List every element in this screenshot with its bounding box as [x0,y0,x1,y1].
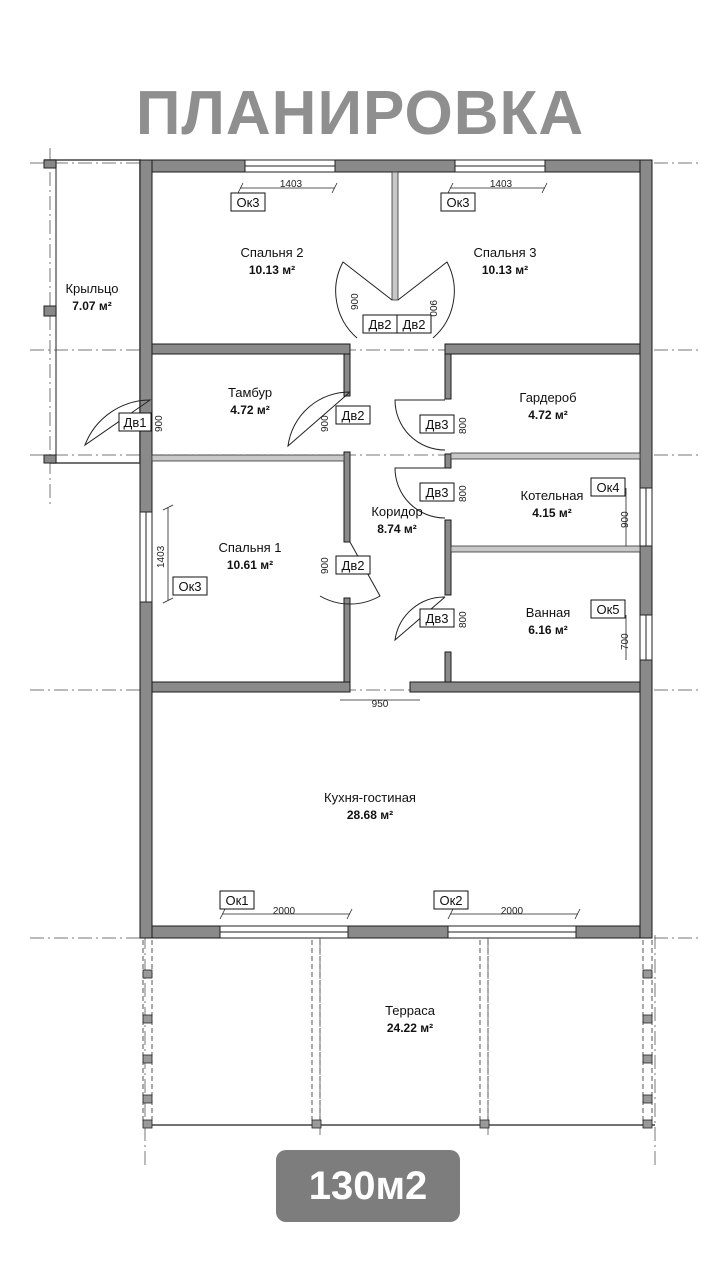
tag-window-ok3-bedroom-3: Ок3 [446,195,469,210]
dimension-labels: 1403 1403 900 900 900 900 800 800 900 14… [154,179,631,917]
dim-door-wardrobe: 800 [458,417,469,434]
tag-boxes [118,192,626,910]
dim-window-ok1: 2000 [273,906,296,917]
room-area-boiler-room: 4.15 м² [532,506,572,520]
tag-door-dv1-entrance: Дв1 [124,415,147,430]
tag-window-ok3-bedroom-2: Ок3 [236,195,259,210]
room-area-bedroom-3: 10.13 м² [482,263,528,277]
dim-window-bedroom-3: 1403 [490,179,513,190]
porch [43,159,141,464]
tag-window-ok4-boiler-room: Ок4 [596,480,619,495]
dim-door-boiler-room: 800 [458,485,469,502]
room-name-bathroom: Ванная [526,605,571,620]
tag-door-dv2-bedroom-2: Дв2 [369,317,392,332]
tag-window-ok3-bedroom-1: Ок3 [178,579,201,594]
dim-window-ok2: 2000 [501,906,524,917]
room-area-kitchen-living: 28.68 м² [347,808,393,822]
room-name-bedroom-3: Спальня 3 [473,245,536,260]
room-name-bedroom-1: Спальня 1 [218,540,281,555]
tag-window-ok2-kitchen: Ок2 [439,893,462,908]
dim-door-vestibule: 900 [320,415,331,432]
tag-door-dv2-vestibule: Дв2 [342,408,365,423]
axis-lines [30,148,700,1165]
room-name-bedroom-2: Спальня 2 [240,245,303,260]
dim-door-entrance: 900 [154,415,165,432]
room-area-porch: 7.07 м² [72,299,112,313]
dim-door-bedroom-2: 900 [350,293,361,310]
tag-door-dv3-bathroom: Дв3 [426,611,449,626]
room-name-terrace: Терраса [385,1003,436,1018]
interior-walls [151,343,641,693]
total-area-badge: 130м2 [276,1150,460,1222]
room-name-kitchen-living: Кухня-гостиная [324,790,416,805]
room-area-bedroom-2: 10.13 м² [249,263,295,277]
dim-window-boiler-room: 900 [620,511,631,528]
room-name-vestibule: Тамбур [228,385,272,400]
room-name-corridor: Коридор [371,504,422,519]
tag-labels: Ок3 Ок3 Дв2 Дв2 Дв1 Дв2 Дв3 Дв3 Ок4 Ок3 … [124,195,620,908]
room-area-corridor: 8.74 м² [377,522,417,536]
dim-opening-kitchen: 950 [372,699,389,710]
dim-window-bedroom-1: 1403 [156,545,167,568]
tag-door-dv2-bedroom-3: Дв2 [403,317,426,332]
dim-door-bedroom-1: 900 [320,557,331,574]
partitions [151,171,641,553]
doors [83,261,455,642]
dim-window-bathroom: 700 [620,633,631,650]
terrace [142,940,655,1129]
dim-window-bedroom-2: 1403 [280,179,303,190]
room-area-wardrobe: 4.72 м² [528,408,568,422]
dim-door-bathroom: 800 [458,611,469,628]
page-title: ПЛАНИРОВКА [135,79,585,148]
tag-door-dv3-wardrobe: Дв3 [426,417,449,432]
room-area-terrace: 24.22 м² [387,1021,433,1035]
dim-door-bedroom-3: 900 [427,300,438,317]
room-name-porch: Крыльцо [65,281,118,296]
room-area-bathroom: 6.16 м² [528,623,568,637]
room-name-wardrobe: Гардероб [519,390,576,405]
dimension-lines [162,182,627,920]
room-labels: Крыльцо 7.07 м² Спальня 2 10.13 м² Спаль… [65,245,583,1035]
tag-door-dv3-boiler-room: Дв3 [426,485,449,500]
room-area-vestibule: 4.72 м² [230,403,270,417]
tag-window-ok5-bathroom: Ок5 [596,602,619,617]
tag-window-ok1-kitchen: Ок1 [225,893,248,908]
windows [139,159,653,939]
tag-door-dv2-bedroom-1: Дв2 [342,558,365,573]
room-area-bedroom-1: 10.61 м² [227,558,273,572]
room-name-boiler-room: Котельная [521,488,584,503]
